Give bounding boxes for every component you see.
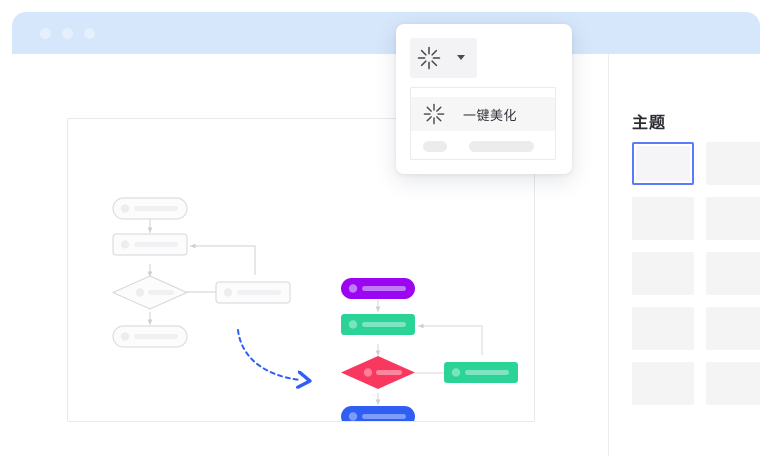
window-close-button[interactable] — [40, 28, 51, 39]
after-node-process-2[interactable] — [444, 362, 518, 383]
theme-swatch-2[interactable] — [706, 142, 760, 185]
theme-swatch-10[interactable] — [706, 362, 760, 405]
after-flowchart[interactable] — [341, 278, 518, 421]
theme-swatch-4[interactable] — [706, 197, 760, 240]
window-minimize-button[interactable] — [62, 28, 73, 39]
placeholder-pill-large — [469, 140, 534, 152]
theme-swatch-5[interactable] — [632, 252, 694, 295]
app-window: 主题 — [12, 12, 760, 456]
theme-swatch-6[interactable] — [706, 252, 760, 295]
sparkle-beautify-icon — [423, 103, 445, 125]
theme-swatch-grid — [632, 142, 760, 405]
theme-swatch-7[interactable] — [632, 307, 694, 350]
theme-swatch-8[interactable] — [706, 307, 760, 350]
theme-panel: 主题 — [628, 54, 760, 456]
menu-item-label: 一键美化 — [463, 107, 518, 123]
beautify-dropdown-popover: 一键美化 — [396, 24, 572, 174]
theme-swatch-3[interactable] — [632, 197, 694, 240]
chevron-down-icon — [457, 55, 465, 60]
menu-item-placeholder[interactable] — [411, 131, 555, 159]
window-body: 主题 — [12, 54, 760, 456]
window-maximize-button[interactable] — [84, 28, 95, 39]
before-flowchart[interactable] — [111, 197, 291, 348]
beautify-dropdown-menu: 一键美化 — [410, 87, 556, 160]
title-bar — [12, 12, 760, 54]
menu-item-one-click-beautify[interactable]: 一键美化 — [411, 97, 555, 131]
before-node-process-2[interactable] — [215, 281, 291, 304]
placeholder-pill-small — [423, 140, 447, 152]
theme-panel-title: 主题 — [632, 115, 667, 132]
theme-swatch-1[interactable] — [632, 142, 694, 185]
beautify-dropdown-trigger[interactable] — [410, 38, 477, 78]
after-node-start[interactable] — [341, 278, 415, 299]
sparkle-beautify-icon — [417, 46, 441, 70]
before-node-decision[interactable] — [111, 275, 189, 310]
flowchart-canvas-svg — [111, 197, 518, 421]
panel-divider — [608, 54, 609, 456]
before-node-start[interactable] — [112, 197, 188, 220]
theme-swatch-9[interactable] — [632, 362, 694, 405]
after-node-decision[interactable] — [341, 356, 415, 389]
before-node-end[interactable] — [112, 325, 188, 348]
curved-dashed-arrow — [237, 329, 301, 380]
before-node-process-1[interactable] — [112, 233, 188, 256]
after-node-end[interactable] — [341, 406, 415, 421]
after-node-process-1[interactable] — [341, 314, 415, 335]
